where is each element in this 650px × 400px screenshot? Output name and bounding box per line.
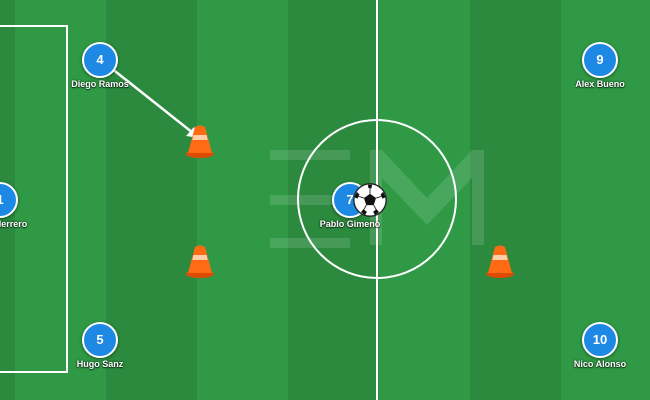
player-number: 9 [582, 42, 618, 78]
player-name: Diego Ramos [71, 79, 129, 89]
player-name: Nico Alonso [573, 359, 627, 369]
player-number: 5 [82, 322, 118, 358]
penalty-area [0, 25, 68, 373]
player-number: 10 [582, 322, 618, 358]
center-circle [297, 119, 457, 279]
player-token[interactable]: 1 Herrero [0, 182, 45, 229]
training-cone-icon[interactable] [485, 244, 515, 278]
training-cone-icon[interactable] [185, 124, 215, 158]
player-number: 4 [82, 42, 118, 78]
player-token[interactable]: 9 Alex Bueno [555, 42, 645, 89]
training-cone-icon[interactable] [185, 244, 215, 278]
player-token[interactable]: 4 Diego Ramos [55, 42, 145, 89]
soccer-ball-icon[interactable] [352, 182, 388, 218]
player-token[interactable]: 10 Nico Alonso [555, 322, 645, 369]
player-name: Hugo Sanz [76, 359, 124, 369]
player-name: Herrero [0, 219, 28, 229]
watermark-icon [270, 150, 484, 248]
player-token[interactable]: 5 Hugo Sanz [55, 322, 145, 369]
player-number: 1 [0, 182, 18, 218]
player-name: Alex Bueno [575, 79, 625, 89]
player-name: Pablo Gimeno [319, 219, 381, 229]
